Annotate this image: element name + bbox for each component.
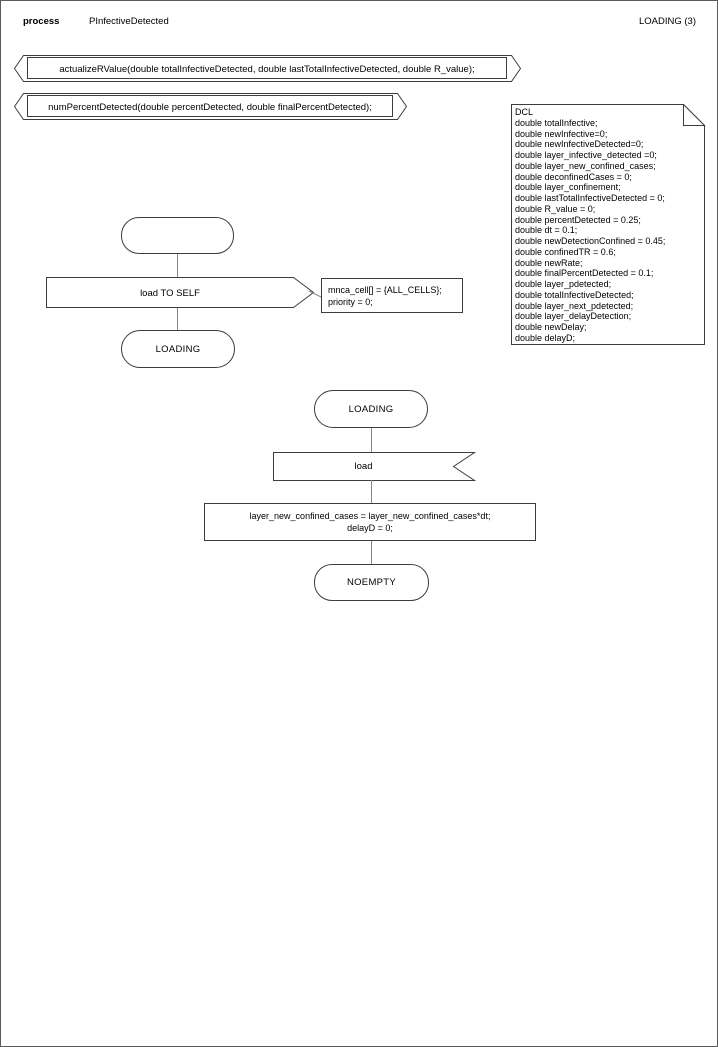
state-loading-2[interactable]: LOADING <box>314 390 428 428</box>
dcl-line: double finalPercentDetected = 0.1; <box>515 268 654 279</box>
output-shape-icon <box>46 277 315 308</box>
dcl-line: double layer_delayDetection; <box>515 311 632 322</box>
procedure-symbol-actualizeRValue[interactable] <box>14 55 522 83</box>
state-noempty[interactable]: NOEMPTY <box>314 564 429 601</box>
task-statement: layer_new_confined_cases = layer_new_con… <box>249 511 491 521</box>
connector-line <box>371 480 372 503</box>
connector-line <box>177 308 178 330</box>
process-kind-label: process <box>23 16 60 27</box>
dcl-line: double totalInfective; <box>515 117 598 128</box>
procedure-symbol-numPercentDetected[interactable] <box>14 93 408 121</box>
task-symbol[interactable]: layer_new_confined_cases = layer_new_con… <box>204 503 536 541</box>
procedure-signature: actualizeRValue(double totalInfectiveDet… <box>59 63 475 75</box>
connector-line <box>371 428 372 452</box>
dcl-line: double newDelay; <box>515 322 587 332</box>
dcl-note-symbol[interactable] <box>511 104 706 346</box>
comment-line: mnca_cell[] = {ALL_CELLS}; <box>328 284 442 295</box>
output-label: load TO SELF <box>140 287 200 299</box>
dcl-line: double R_value = 0; <box>515 203 596 214</box>
state-label: NOEMPTY <box>346 577 397 588</box>
note-shape-icon <box>511 104 706 345</box>
task-statement: delayD = 0; <box>347 523 393 533</box>
dcl-line: double newInfectiveDetected=0; <box>515 139 644 150</box>
comment-box[interactable]: mnca_cell[] = {ALL_CELLS}; priority = 0; <box>321 278 463 313</box>
dcl-line: double layer_next_pdetected; <box>515 300 634 311</box>
input-shape-icon <box>273 452 476 481</box>
dcl-line: double confinedTR = 0.6; <box>515 246 616 257</box>
dcl-line: double totalInfectiveDetected; <box>515 289 634 300</box>
comment-line: priority = 0; <box>328 296 373 307</box>
procedure-shape-icon <box>14 93 408 120</box>
dcl-line: double layer_confinement; <box>515 182 621 193</box>
start-symbol[interactable] <box>121 217 234 254</box>
procedure-signature: numPercentDetected(double percentDetecte… <box>48 101 372 113</box>
state-label: LOADING <box>348 403 394 415</box>
comment-connector-line <box>307 288 323 300</box>
input-symbol-load[interactable] <box>273 452 476 481</box>
process-name: PInfectiveDetected <box>89 16 169 27</box>
dcl-line: double percentDetected = 0.25; <box>515 214 641 225</box>
procedure-shape-icon <box>14 55 522 82</box>
output-symbol-load-to-self[interactable] <box>46 277 315 309</box>
dcl-line: double delayD; <box>515 332 576 343</box>
dcl-line: double layer_new_confined_cases; <box>515 160 656 171</box>
dcl-line: double layer_infective_detected =0; <box>515 150 657 160</box>
dcl-line: double lastTotalInfectiveDetected = 0; <box>515 193 665 203</box>
page-indicator: LOADING (3) <box>638 16 696 27</box>
state-label: LOADING <box>155 343 201 355</box>
connector-line <box>177 254 178 278</box>
input-label: load <box>354 460 373 472</box>
dcl-line: double deconfinedCases = 0; <box>515 171 632 182</box>
connector-line <box>371 541 372 564</box>
folded-corner-icon <box>683 104 706 126</box>
dcl-line: double newRate; <box>515 257 583 268</box>
dcl-line: double layer_pdetected; <box>515 279 612 289</box>
dcl-line: double newDetectionConfined = 0.45; <box>515 236 666 246</box>
state-loading[interactable]: LOADING <box>121 330 235 368</box>
dcl-line: DCL <box>515 107 534 117</box>
dcl-line: double dt = 0.1; <box>515 225 578 236</box>
dcl-line: double newInfective=0; <box>515 128 608 139</box>
